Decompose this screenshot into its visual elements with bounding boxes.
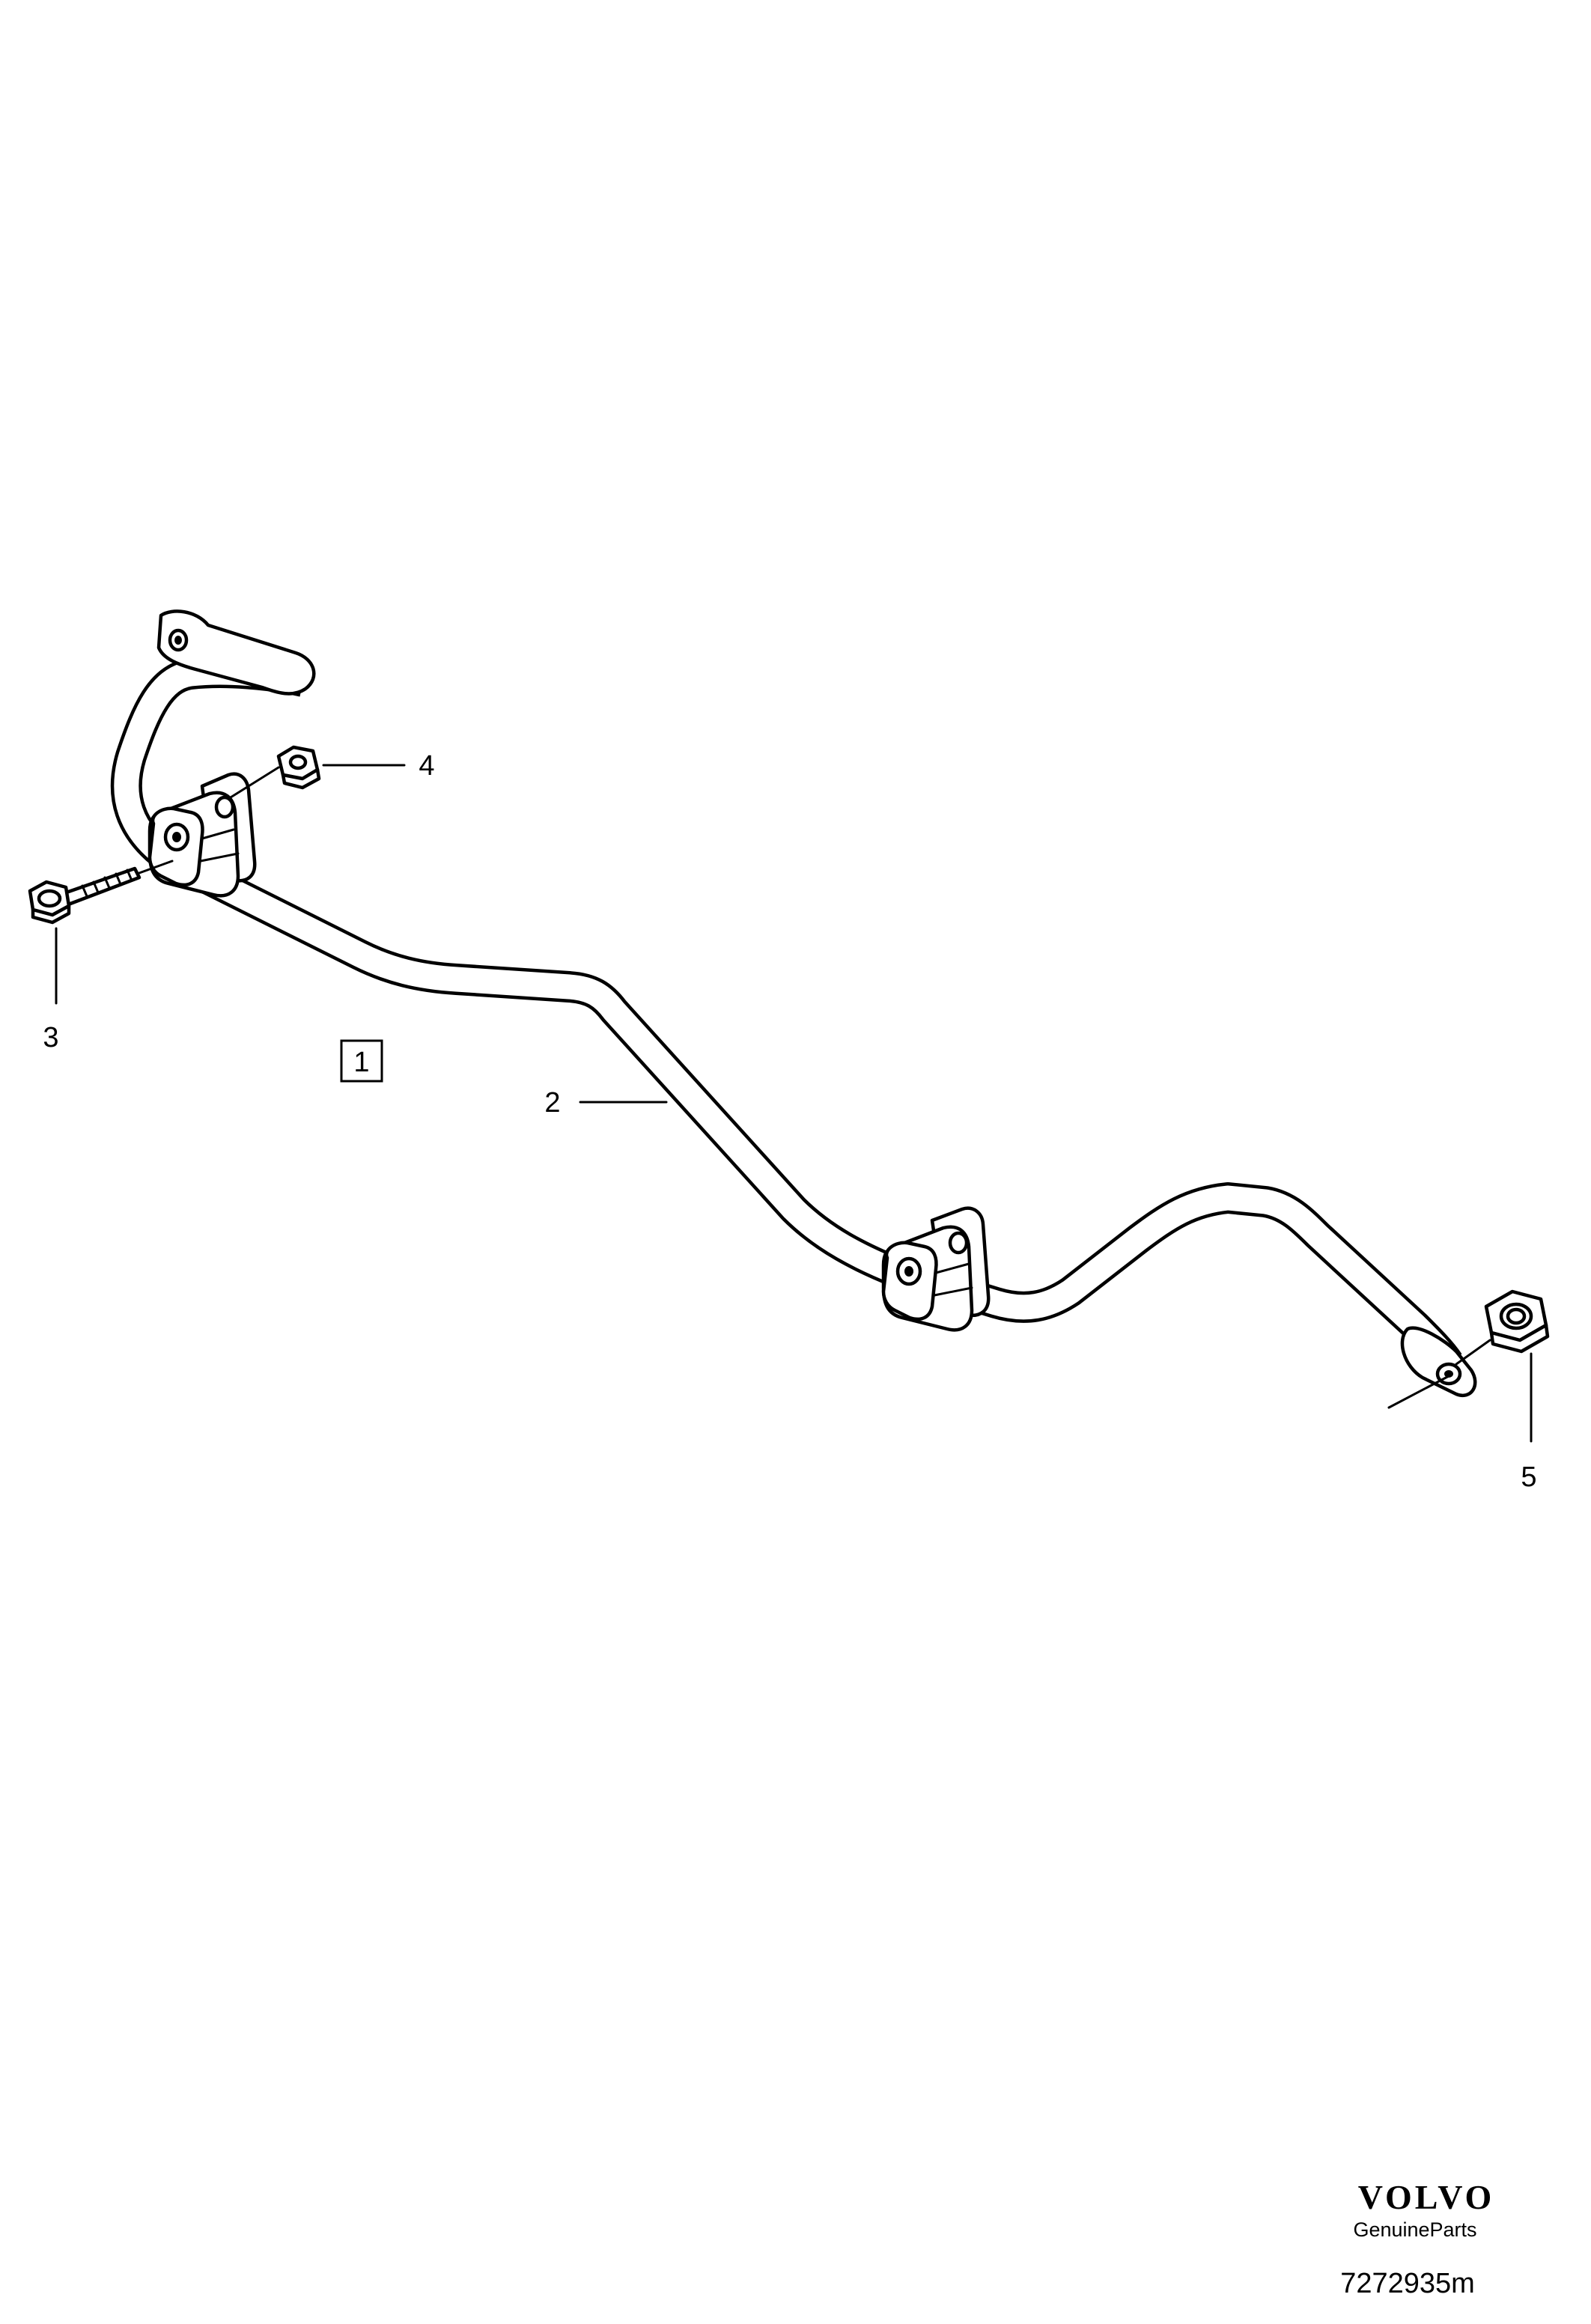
brand-tagline: GenuineParts [1353, 2218, 1476, 2241]
callout-2: 2 [544, 1087, 560, 1119]
left-bracket-bushing [147, 772, 257, 898]
bar-right-end-eye [1400, 1326, 1477, 1397]
leader-5b [1387, 1375, 1450, 1409]
diagram-part-number: 7272935m [1340, 2268, 1475, 2299]
bar-left-end-eye [156, 609, 316, 696]
stabilizer-bar [110, 657, 1462, 1372]
callout-box-1 [340, 1039, 383, 1083]
flange-nut-4 [229, 745, 321, 799]
callout-4: 4 [419, 750, 434, 782]
callout-1: 1 [353, 1047, 369, 1078]
leader-lines [55, 764, 1533, 1443]
callout-5: 5 [1521, 1461, 1536, 1493]
right-bracket-bushing [881, 1206, 991, 1332]
volvo-logo: VOLVO [1358, 2178, 1495, 2216]
callout-3: 3 [43, 1022, 58, 1053]
flange-bolt [28, 860, 174, 925]
flange-nut-5 [1455, 1289, 1550, 1366]
